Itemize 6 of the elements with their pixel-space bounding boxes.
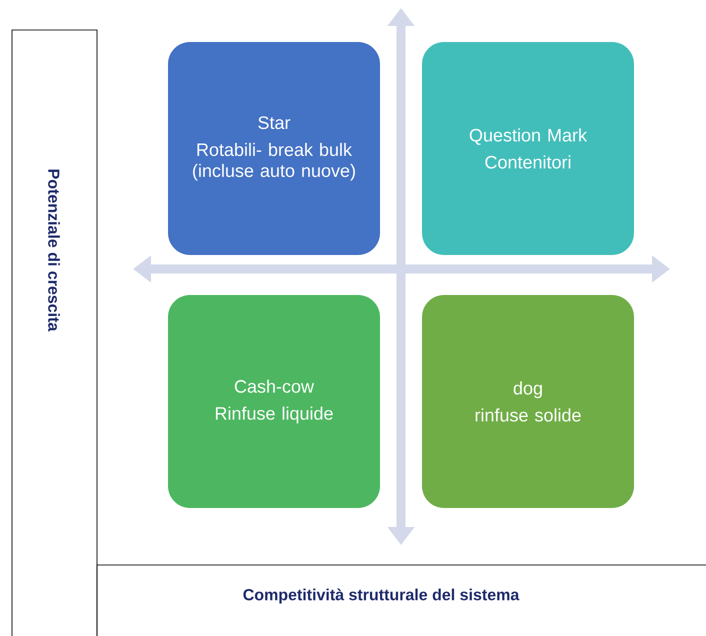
quadrant-box: Question Mark Contenitori — [422, 42, 634, 255]
quadrant-box: Star Rotabili- break bulk (incluse auto nuove) — [168, 42, 380, 255]
axis-label: Competitività strutturale del sistema — [96, 564, 706, 636]
quadrant-box: Cash-cow Rinfuse liquide — [168, 294, 380, 508]
quadrant-box: dog rinfuse solide — [422, 294, 634, 508]
axis-label: Potenziale di crescita — [12, 30, 98, 636]
